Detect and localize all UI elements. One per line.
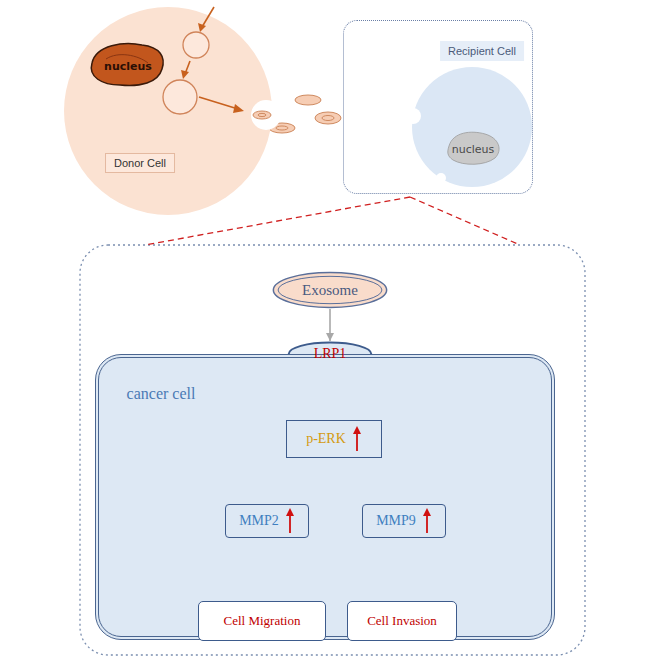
outcome-box: Cell Migration bbox=[198, 601, 326, 641]
exosome-ellipse: Exosome bbox=[271, 271, 389, 309]
node-label: Cell Migration bbox=[224, 613, 301, 629]
zoom-panel bbox=[80, 245, 585, 655]
zoom-line bbox=[410, 197, 520, 245]
increase-arrow bbox=[285, 508, 295, 534]
node-label: LRP1 bbox=[314, 346, 347, 362]
recipient-panel: Recipient Cell nucleus bbox=[343, 20, 533, 194]
increase-arrow bbox=[352, 426, 362, 452]
donor-cell-outline bbox=[62, 5, 274, 217]
node-label: Cell Invasion bbox=[367, 613, 437, 629]
connector bbox=[326, 309, 334, 341]
cell-label: Recipient Cell bbox=[440, 41, 524, 61]
donor-cell: nucleusDonor Cell bbox=[62, 5, 274, 217]
node-label: nucleus bbox=[452, 143, 495, 156]
process-box: p-ERK bbox=[286, 420, 382, 458]
process-box: MMP9 bbox=[362, 504, 446, 538]
cell-label: Donor Cell bbox=[105, 153, 175, 173]
outcome-box: Cell Invasion bbox=[347, 601, 457, 641]
increase-arrow bbox=[422, 508, 432, 534]
recipient-cell-outline bbox=[411, 66, 533, 188]
arrowhead bbox=[326, 333, 334, 341]
recipient-cell: nucleus bbox=[411, 66, 533, 188]
node-label: nucleus bbox=[104, 60, 152, 73]
text-holder: Recipient Cell bbox=[440, 41, 524, 61]
text-holder: Donor Cell bbox=[105, 153, 175, 173]
node-label: Exosome bbox=[302, 282, 358, 299]
text-holder: nucleus bbox=[104, 56, 152, 74]
text-holder: nucleus bbox=[452, 139, 495, 157]
process-box: MMP2 bbox=[225, 504, 309, 538]
node-label: cancer cell bbox=[127, 385, 196, 403]
node-label: MMP2 bbox=[239, 513, 279, 529]
text-holder: cancer cell bbox=[127, 385, 196, 403]
cancer-cell: cancer cell p-ERK MMP2 MMP9 bbox=[95, 354, 555, 640]
node-label: p-ERK bbox=[306, 431, 346, 447]
node-label: MMP9 bbox=[376, 513, 416, 529]
